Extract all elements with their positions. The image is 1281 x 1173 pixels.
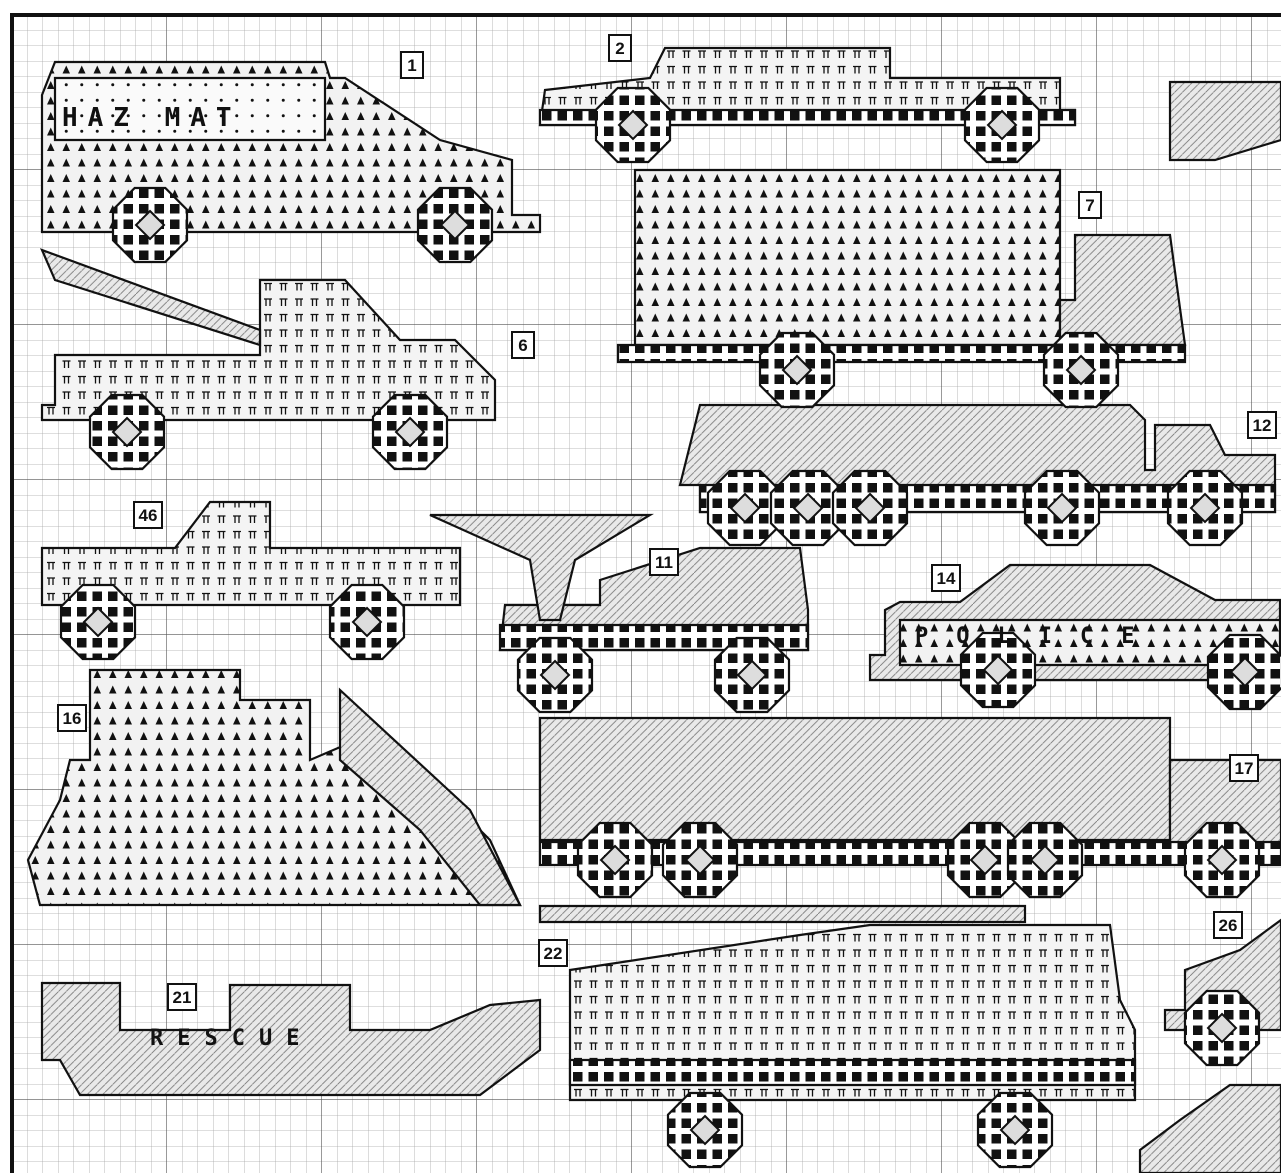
hazmat-top <box>53 76 327 142</box>
pattern-number-label: 12 <box>1253 416 1272 435</box>
pattern-number-label: 11 <box>655 553 673 572</box>
hubcap <box>792 492 824 524</box>
hubcap <box>111 416 143 448</box>
semi-17-trailer-strip <box>538 904 1027 924</box>
label-box <box>608 34 632 62</box>
label-box <box>1229 754 1259 782</box>
bulldozer-16-blade <box>338 687 522 907</box>
label-box <box>649 548 679 576</box>
label-box <box>931 564 961 592</box>
hubcap <box>134 209 166 241</box>
hubcap <box>1046 492 1078 524</box>
hubcap <box>82 606 114 638</box>
tow-truck-6-boom <box>39 248 262 347</box>
pattern-number-label: 16 <box>63 709 82 728</box>
partial-vehicle-crane <box>1168 80 1281 162</box>
hubcap <box>394 416 426 448</box>
label-box <box>511 331 535 359</box>
hubcap <box>729 492 761 524</box>
hubcap <box>617 109 649 141</box>
tow-truck-2-base <box>538 108 1077 127</box>
tow-truck-11-boom <box>429 513 654 622</box>
label-box <box>167 983 197 1011</box>
tow-truck-6 <box>40 278 497 422</box>
hubcap <box>781 354 813 386</box>
hubcap <box>986 109 1018 141</box>
hubcap <box>351 606 383 638</box>
pattern-number-label: 7 <box>1085 196 1094 215</box>
hubcap <box>599 844 631 876</box>
partial-vehicle-bottom <box>1138 1083 1281 1173</box>
label-box <box>1247 411 1277 439</box>
pattern-number-label: 22 <box>544 944 563 963</box>
hazmat-lettering: HAZ MAT <box>62 103 242 133</box>
hubcap <box>539 659 571 691</box>
hubcap <box>1206 844 1238 876</box>
hubcap <box>1029 844 1061 876</box>
hubcap <box>982 654 1014 686</box>
label-box <box>400 51 424 79</box>
hubcap <box>999 1114 1031 1146</box>
chart-border <box>10 13 1281 1173</box>
fire-truck-22 <box>568 923 1137 1102</box>
hubcap <box>969 844 1001 876</box>
pattern-number-label: 14 <box>937 569 956 588</box>
hubcap <box>854 492 886 524</box>
label-box <box>1213 911 1243 939</box>
car-carrier-7-cab <box>1058 233 1187 347</box>
fire-truck-22-bottom <box>568 1058 1137 1087</box>
hubcap <box>684 844 716 876</box>
hubcap <box>736 659 768 691</box>
car-carrier-7 <box>633 168 1062 347</box>
pattern-number-label: 46 <box>139 506 158 525</box>
pickup-46 <box>40 500 462 607</box>
label-box <box>133 501 163 529</box>
hubcap <box>439 209 471 241</box>
hubcap <box>1229 656 1261 688</box>
hubcap <box>1065 354 1097 386</box>
pattern-number-label: 2 <box>615 39 624 58</box>
pattern-number-label: 26 <box>1219 916 1238 935</box>
police-text: POLICE <box>915 624 1162 649</box>
pattern-number-label: 21 <box>173 988 192 1007</box>
rescue-text: RESCUE <box>150 1026 313 1051</box>
semi-17 <box>538 716 1172 842</box>
bulldozer-16 <box>26 668 522 907</box>
hubcap <box>689 1114 721 1146</box>
pattern-number-label: 17 <box>1235 759 1254 778</box>
pattern-number-label: 6 <box>518 336 527 355</box>
label-box <box>1078 191 1102 219</box>
hubcap <box>1189 492 1221 524</box>
label-box <box>538 939 568 967</box>
pattern-number-label: 1 <box>407 56 416 75</box>
hubcap <box>1206 1012 1238 1044</box>
hazmat-text: HAZ MAT <box>62 103 242 133</box>
rescue-boat-21 <box>40 981 542 1097</box>
label-box <box>57 704 87 732</box>
